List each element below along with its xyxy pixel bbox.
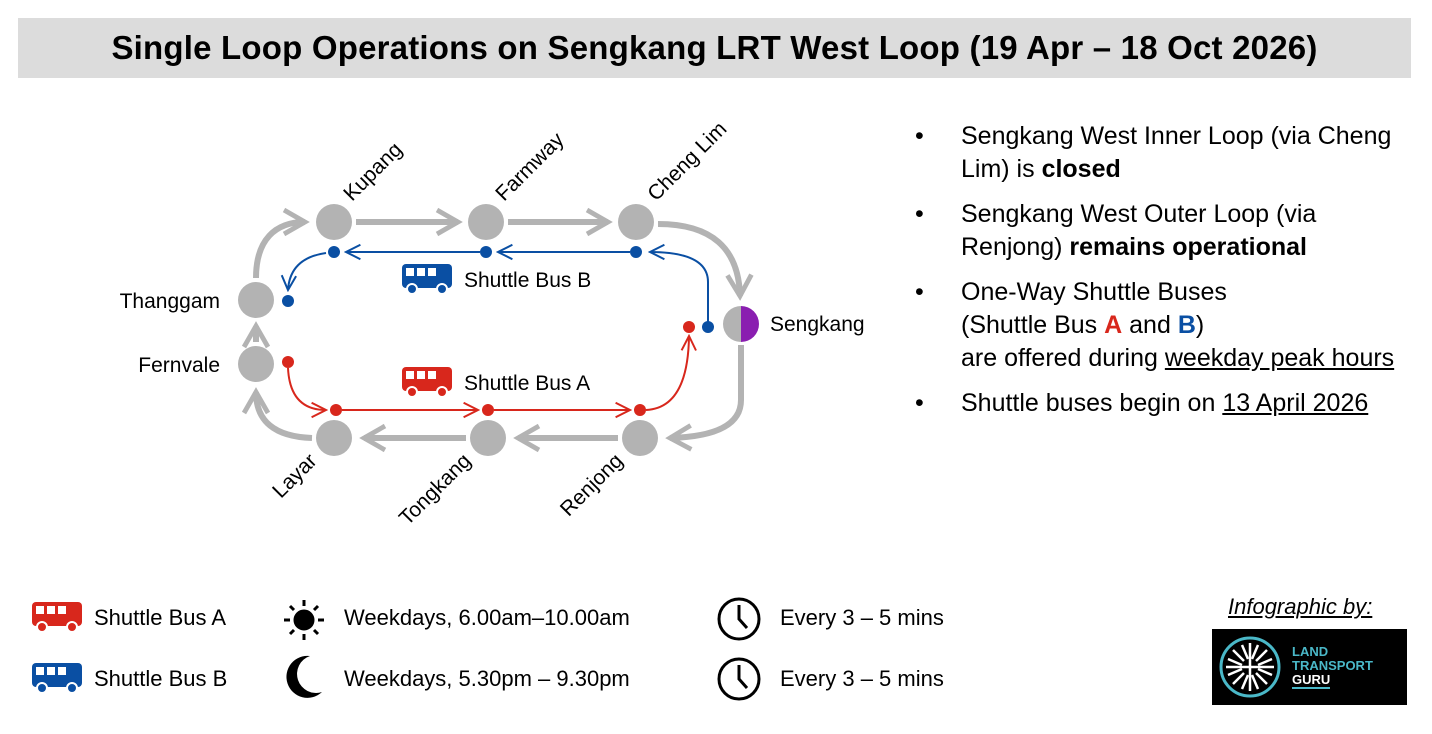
clock-icon xyxy=(717,657,761,701)
legend-bus-b-icon xyxy=(32,663,82,693)
shuttle-b-route xyxy=(288,252,709,322)
label-renjong: Renjong xyxy=(556,449,628,521)
credit-label: Infographic by: xyxy=(1228,594,1373,619)
label-farmway: Farmway xyxy=(491,128,569,206)
bullet-start-date: •Shuttle buses begin on 13 April 2026 xyxy=(915,389,1369,417)
bus-a-label: Shuttle Bus A xyxy=(464,372,590,395)
legend-bus-a-icon xyxy=(32,602,82,632)
loop-diagram: Shuttle Bus B Shuttle Bus A Kupang Farmw… xyxy=(120,117,865,530)
title-banner: Single Loop Operations on Sengkang LRT W… xyxy=(18,18,1411,78)
legend-am-frequency: Every 3 – 5 mins xyxy=(780,605,944,630)
station-cheng-lim[interactable] xyxy=(618,204,654,240)
legend-bus-b-label: Shuttle Bus B xyxy=(94,666,228,691)
bullet-inner-loop: •Sengkang West Inner Loop (via Cheng Lim… xyxy=(915,122,1392,183)
station-renjong[interactable] xyxy=(622,420,658,456)
label-sengkang: Sengkang xyxy=(770,313,865,336)
station-farmway[interactable] xyxy=(468,204,504,240)
label-kupang: Kupang xyxy=(339,138,406,205)
station-tongkang[interactable] xyxy=(470,420,506,456)
station-layar[interactable] xyxy=(316,420,352,456)
loop-track xyxy=(241,207,754,453)
label-fernvale: Fernvale xyxy=(138,354,220,377)
label-thanggam: Thanggam xyxy=(120,290,220,313)
legend-pm-time: Weekdays, 5.30pm – 9.30pm xyxy=(344,666,630,691)
legend-pm-frequency: Every 3 – 5 mins xyxy=(780,666,944,691)
station-fernvale[interactable] xyxy=(238,346,274,382)
shuttle-b-stops xyxy=(282,246,714,333)
info-bullets: •Sengkang West Inner Loop (via Cheng Lim… xyxy=(915,120,1405,432)
shuttle-a-route xyxy=(287,336,689,410)
bus-b-icon xyxy=(402,264,452,295)
stations xyxy=(238,204,759,456)
page-title: Single Loop Operations on Sengkang LRT W… xyxy=(111,29,1318,66)
land-transport-guru-logo: LAND TRANSPORT GURU xyxy=(1212,629,1407,705)
clock-icon xyxy=(717,597,761,641)
label-layar: Layar xyxy=(268,449,321,502)
shuttle-a-stops xyxy=(282,321,695,416)
label-cheng-lim: Cheng Lim xyxy=(643,117,731,205)
logo-emblem-icon xyxy=(1219,636,1281,698)
label-tongkang: Tongkang xyxy=(395,449,476,530)
station-kupang[interactable] xyxy=(316,204,352,240)
bus-b-label: Shuttle Bus B xyxy=(464,269,591,292)
bullet-shuttle: • One-Way Shuttle Buses (Shuttle Bus A a… xyxy=(915,278,1395,372)
bullet-outer-loop: •Sengkang West Outer Loop (via Renjong) … xyxy=(915,200,1317,261)
station-thanggam[interactable] xyxy=(238,282,274,318)
moon-icon xyxy=(286,655,322,698)
bus-a-icon xyxy=(402,367,452,398)
legend-am-time: Weekdays, 6.00am–10.00am xyxy=(344,605,630,630)
legend-bus-a-label: Shuttle Bus A xyxy=(94,605,227,630)
station-sengkang[interactable] xyxy=(723,306,759,342)
sun-icon xyxy=(284,600,324,640)
